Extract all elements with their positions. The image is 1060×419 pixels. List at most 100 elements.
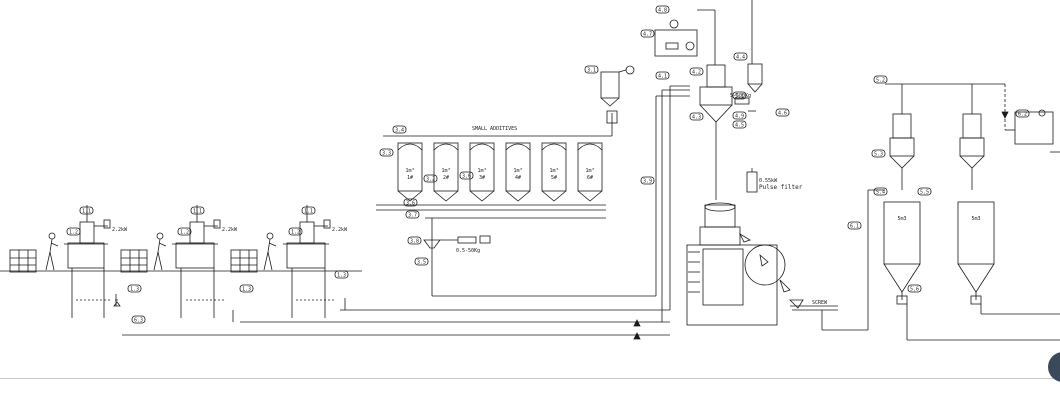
tag-label: 3.5 — [417, 260, 426, 266]
mixer-frame — [686, 244, 778, 326]
screw-label: SCREW — [812, 300, 828, 306]
tag-label: 4.6 — [778, 111, 787, 117]
tag-label: 6.2 — [1018, 112, 1027, 118]
tag-label: 3.9 — [643, 179, 652, 185]
tag-bubble: 1.2 — [66, 227, 81, 236]
small-additives-title: SMALL ADDITIVES — [472, 126, 517, 132]
storage-tank-2 — [957, 84, 995, 305]
tag-label: 4.9 — [735, 114, 744, 120]
small-additives-group — [383, 110, 618, 137]
tag-bubble: 4.3 — [689, 112, 704, 121]
tag-bubble: 4.7 — [640, 29, 655, 38]
tag-label: 4.7 — [643, 32, 652, 38]
silo-number-label: 1# — [407, 175, 413, 181]
scale-display — [457, 236, 477, 244]
tag-bubble: 1.1 — [79, 206, 94, 215]
tag-label: 5.2 — [876, 78, 885, 84]
tag-label: 3.6 — [462, 174, 471, 180]
pulse-filter-label: Pulse filter — [759, 184, 803, 191]
small-scale-label: 0.5-50Kg — [456, 248, 480, 254]
tag-bubble: 4.9 — [732, 111, 747, 120]
motor-power-label: 2.2kW — [222, 227, 238, 233]
tag-bubble: 1.3 — [334, 270, 349, 279]
tag-label: 5.1 — [735, 94, 744, 100]
scale-display — [734, 97, 750, 105]
filter-body — [600, 71, 620, 99]
mixer — [686, 202, 791, 326]
tipping-station — [175, 242, 215, 269]
tag-label: 3.8 — [410, 239, 419, 245]
tag-bubble: 4.1 — [655, 71, 670, 80]
tag-label: 1.3 — [130, 287, 139, 293]
fan-motor — [103, 219, 111, 229]
tank-volume-label: 5m3 — [971, 216, 980, 222]
bag-filter — [79, 221, 95, 244]
motor-power-label: 2.2kW — [332, 227, 348, 233]
tag-label: 1.2 — [69, 230, 78, 236]
silo — [577, 142, 603, 202]
bag-pallet — [9, 249, 37, 273]
tag-bubble: 5.1 — [732, 91, 747, 100]
bag-station-3 — [230, 205, 346, 318]
silo-row — [397, 142, 603, 202]
tag-label: 3.2 — [426, 177, 435, 183]
tag-bubble: 5.4 — [873, 187, 888, 196]
pulse-filter — [746, 168, 758, 193]
tag-label: 4.3 — [692, 115, 701, 121]
motor-power-label: 2.2kW — [112, 227, 128, 233]
filter-receiver — [606, 110, 618, 124]
silo-volume-label: 1m³ — [405, 168, 414, 174]
tag-bubbles: 1.1 1.2 1.3 1.1 1.2 1.3 1.1 1.2 1.3 3.4 … — [66, 5, 1030, 324]
tag-label: 3.1 — [587, 68, 596, 74]
control-box — [479, 235, 491, 244]
tag-label: 4.4 — [736, 55, 745, 61]
tag-label: 3.4 — [395, 128, 404, 134]
tag-label: 3.7 — [408, 213, 417, 219]
fan-icon — [669, 19, 679, 29]
main-scale-label: 5-500Kg — [730, 93, 751, 99]
tag-bubble: 3.4 — [392, 125, 407, 134]
tag-label: 1.3 — [337, 273, 346, 279]
tag-bubble: 1.3 — [127, 284, 142, 293]
bag-filter — [189, 221, 205, 244]
silo-volume-label: 1m³ — [477, 168, 486, 174]
filter-unit — [654, 29, 698, 57]
tank-body — [957, 201, 995, 265]
tag-bubble: 3.9 — [640, 176, 655, 185]
tag-bubble: 6.1 — [847, 221, 862, 230]
tag-bubble: 5.6 — [907, 284, 922, 293]
tag-bubble: 4.4 — [733, 52, 748, 61]
screw-feeders — [376, 204, 606, 249]
conveying-lines — [122, 85, 690, 340]
tipping-station — [67, 242, 105, 269]
tag-bubble: 4.5 — [732, 120, 747, 129]
tag-label: 6.3 — [134, 318, 143, 324]
tag-label: 1.3 — [242, 287, 251, 293]
storage-tank-1 — [867, 84, 921, 330]
tag-bubble: 3.6 — [403, 198, 418, 207]
filter-unit — [1014, 111, 1054, 145]
tag-bubble: 3.6 — [459, 171, 474, 180]
tag-bubble: 1.1 — [301, 206, 316, 215]
tag-bubble: 4.2 — [689, 67, 704, 76]
tank-volume-label: 5m3 — [897, 216, 906, 222]
small-hopper — [747, 63, 763, 85]
tag-label: 5.3 — [874, 152, 883, 158]
tag-label: 4.8 — [658, 8, 667, 14]
tag-label: 3.3 — [382, 151, 391, 157]
worker-icon — [156, 232, 164, 240]
silo-number-label: 3# — [479, 175, 485, 181]
tag-bubble: 4.8 — [655, 5, 670, 14]
tipping-station — [286, 242, 326, 269]
silo-number-label: 5# — [551, 175, 557, 181]
fan-icon — [1038, 109, 1046, 117]
silo — [433, 142, 459, 202]
main-weigh-hopper — [699, 0, 763, 200]
floating-action-button[interactable] — [1048, 352, 1060, 382]
tag-label: 4.1 — [658, 74, 667, 80]
tag-label: 4.5 — [735, 123, 744, 129]
mixer-drive — [704, 204, 736, 228]
tag-bubble: 3.1 — [584, 65, 599, 74]
silo-number-label: 2# — [443, 175, 449, 181]
